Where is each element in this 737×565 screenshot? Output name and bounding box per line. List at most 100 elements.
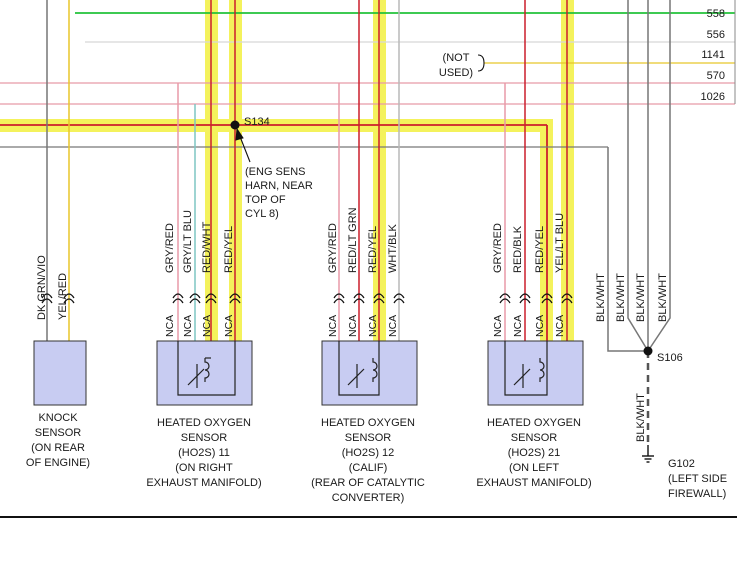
wire-label: BLK/WHT [595, 273, 607, 322]
svg-text:EXHAUST MANIFOLD): EXHAUST MANIFOLD) [476, 477, 591, 489]
not-used-label: (NOT USED) [439, 52, 473, 79]
connector-pin [519, 298, 531, 304]
terminal-label: NCA [182, 315, 194, 337]
vertical-wires [46, 0, 671, 445]
knock-sensor-body [33, 340, 87, 406]
ho2s-12-caption: HEATED OXYGEN SENSOR (HO2S) 12 (CALIF) (… [311, 417, 425, 504]
svg-text:SENSOR: SENSOR [35, 427, 82, 439]
connector-pin [561, 293, 573, 299]
connector-pin [353, 298, 365, 304]
wire-label: BLK/WHT [635, 393, 647, 442]
svg-text:(ENG SENS: (ENG SENS [245, 166, 306, 178]
connector-pin [41, 298, 53, 304]
svg-text:OF ENGINE): OF ENGINE) [26, 457, 90, 469]
connector-pin [541, 293, 553, 299]
oxygen-sensor-symbol [187, 357, 211, 388]
wire-label: GRY/RED [327, 223, 339, 273]
connector-pin [229, 293, 241, 299]
terminal-label: NCA [347, 315, 359, 337]
connector-pin [373, 293, 385, 299]
wire-label: WHT/BLK [387, 223, 399, 273]
wire-label: DK GRN/VIO [36, 255, 48, 320]
wire-label: RED/YEL [534, 226, 546, 273]
svg-text:TOP OF: TOP OF [245, 194, 286, 206]
circuit-556: 556 [707, 29, 725, 41]
wire-label: YEL/RED [57, 273, 69, 320]
connector-pin [499, 298, 511, 304]
svg-text:SENSOR: SENSOR [181, 432, 228, 444]
svg-text:KNOCK: KNOCK [38, 412, 78, 424]
oxygen-sensor-symbol [513, 358, 545, 388]
svg-text:HEATED OXYGEN: HEATED OXYGEN [487, 417, 581, 429]
wire-label: YEL/LT BLU [554, 213, 566, 273]
knock-sensor-caption: KNOCK SENSOR (ON REAR OF ENGINE) [26, 412, 90, 469]
not-used-brace [477, 54, 485, 72]
svg-text:HEATED OXYGEN: HEATED OXYGEN [321, 417, 415, 429]
connector-pin [561, 298, 573, 304]
wire-label: BLK/WHT [615, 273, 627, 322]
g102-note: (LEFT SIDE FIREWALL) [668, 473, 727, 500]
terminal-label: NCA [492, 315, 504, 337]
connector-pin [172, 298, 184, 304]
terminal-label: NCA [387, 315, 399, 337]
svg-text:USED): USED) [439, 67, 473, 79]
ground-icon [642, 445, 654, 463]
oxygen-sensor-symbol [347, 358, 378, 388]
bus-lines [0, 0, 736, 105]
terminal-label: NCA [201, 315, 213, 337]
connector-pin [63, 298, 75, 304]
terminal-label: NCA [534, 315, 546, 337]
circuit-1141: 1141 [701, 49, 725, 61]
svg-text:(ON RIGHT: (ON RIGHT [175, 462, 233, 474]
svg-text:HARN, NEAR: HARN, NEAR [245, 180, 313, 192]
connector-pin [499, 293, 511, 299]
ho2s-11-caption: HEATED OXYGEN SENSOR (HO2S) 11 (ON RIGHT… [146, 417, 261, 489]
svg-text:(HO2S) 11: (HO2S) 11 [178, 447, 230, 459]
connector-pin [373, 298, 385, 304]
terminal-label: NCA [223, 315, 235, 337]
connector-pin [333, 298, 345, 304]
circuit-labels: 558 556 1141 570 1026 [701, 8, 725, 103]
wire-label: RED/YEL [223, 226, 235, 273]
connector-pin [333, 293, 345, 299]
connector-pin [41, 293, 53, 299]
connector-pins [41, 293, 573, 304]
svg-text:(ON REAR: (ON REAR [31, 442, 85, 454]
wire-label: GRY/RED [164, 223, 176, 273]
connector-pin [393, 298, 405, 304]
svg-text:HEATED OXYGEN: HEATED OXYGEN [157, 417, 251, 429]
wire-label: GRY/RED [492, 223, 504, 273]
svg-text:(REAR OF CATALYTIC: (REAR OF CATALYTIC [311, 477, 425, 489]
svg-text:CYL 8): CYL 8) [245, 208, 279, 220]
s134-note: (ENG SENS HARN, NEAR TOP OF CYL 8) [245, 166, 313, 220]
terminal-label: NCA [554, 315, 566, 337]
svg-text:(ON LEFT: (ON LEFT [509, 462, 559, 474]
wire-label: RED/WHT [201, 221, 213, 273]
wire-label: GRY/LT BLU [182, 210, 194, 273]
svg-text:(CALIF): (CALIF) [349, 462, 388, 474]
connector-pin [189, 293, 201, 299]
wire-label: BLK/WHT [657, 273, 669, 322]
svg-text:(LEFT SIDE: (LEFT SIDE [668, 473, 727, 485]
svg-text:(NOT: (NOT [443, 52, 470, 64]
ho2s-11-body [156, 340, 253, 406]
circuit-1026: 1026 [701, 91, 725, 103]
svg-text:FIREWALL): FIREWALL) [668, 488, 726, 500]
connector-pin [189, 298, 201, 304]
s134-label: S134 [244, 116, 270, 128]
g102-label: G102 [668, 458, 695, 470]
connector-pin [541, 298, 553, 304]
wire-label: BLK/WHT [635, 273, 647, 322]
wire-label: RED/BLK [512, 225, 524, 273]
wire-label: RED/YEL [367, 226, 379, 273]
connector-pin [172, 293, 184, 299]
terminal-label: NCA [367, 315, 379, 337]
svg-text:(HO2S) 21: (HO2S) 21 [508, 447, 561, 459]
terminal-labels: NCA NCA NCA NCA NCA NCA NCA NCA NCA NCA … [164, 315, 566, 337]
splice-s106-dot [643, 346, 653, 356]
terminal-label: NCA [164, 315, 176, 337]
wire-labels: DK GRN/VIO YEL/RED GRY/RED GRY/LT BLU RE… [36, 207, 669, 442]
connector-pin [205, 293, 217, 299]
terminal-label: NCA [512, 315, 524, 337]
ho2s-21-caption: HEATED OXYGEN SENSOR (HO2S) 21 (ON LEFT … [476, 417, 591, 489]
